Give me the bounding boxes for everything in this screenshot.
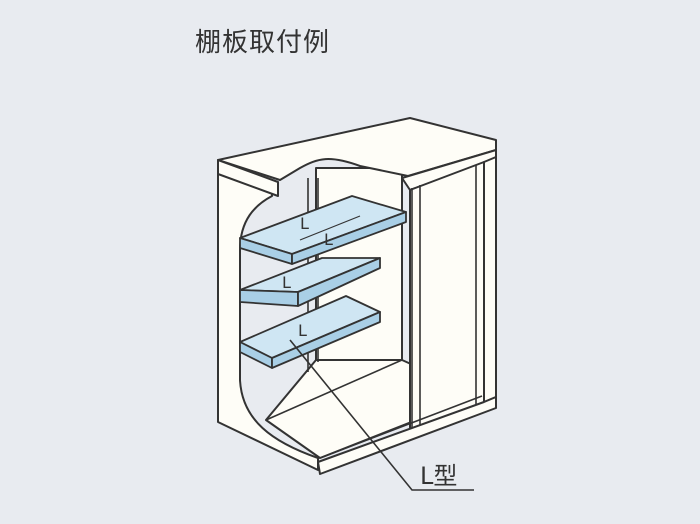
shelf-split-line <box>299 215 361 241</box>
callout-label: L型 <box>420 462 457 490</box>
cabinet-right-panel-edge <box>483 156 497 403</box>
cabinet-left-panel <box>217 171 319 471</box>
shelf-side-edge <box>291 211 407 265</box>
shelf-mark: L <box>300 214 309 233</box>
page-title: 棚板取付例 <box>195 28 331 58</box>
shelf-side-edge <box>271 311 381 369</box>
shelf-mark: L <box>282 273 291 292</box>
shelf-side-edge <box>297 257 381 307</box>
floor-edge-line <box>319 395 483 459</box>
cabinet-top-front <box>217 159 279 197</box>
cabinet-bottom-rail <box>317 396 497 475</box>
shelf-mark: L <box>324 230 333 249</box>
floor-edge-line <box>265 359 403 421</box>
shelf-mark: L <box>298 321 307 340</box>
callout-leader-line <box>289 339 474 491</box>
cabinet-right-panel <box>409 161 485 431</box>
shelf-front-edge <box>239 289 299 307</box>
